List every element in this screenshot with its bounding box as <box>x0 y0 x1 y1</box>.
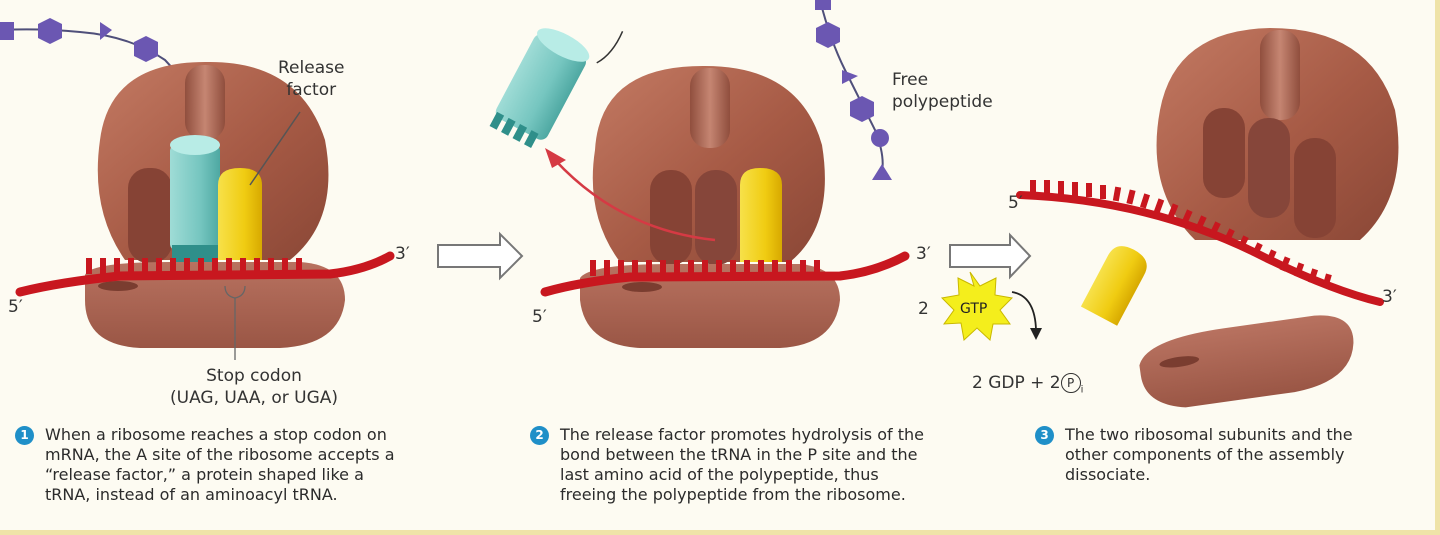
step-1-text: When a ribosome reaches a stop codon on … <box>45 425 395 504</box>
gtp-arrow <box>1011 291 1037 331</box>
small-subunit <box>85 262 345 348</box>
released-trna <box>489 28 624 149</box>
mrna-strand-3 <box>1016 180 1384 306</box>
gdp-products-text: 2 GDP + 2 <box>972 373 1061 393</box>
mrna-strand <box>15 251 395 297</box>
small-subunit-3 <box>1139 315 1354 408</box>
gtp-count: 2 <box>918 299 929 319</box>
stop-codon-label: Stop codon (UAG, UAA, or UGA) <box>170 366 339 408</box>
three-prime-label-1: 3′ <box>395 244 410 264</box>
arrow-right-icon <box>437 231 524 281</box>
release-factor-pointer <box>249 111 301 186</box>
five-prime-label-1: 5′ <box>8 297 23 317</box>
panel-3 <box>1016 28 1399 408</box>
arrow-right-icon-2 <box>949 232 1032 280</box>
gtp-label: GTP <box>960 301 988 317</box>
release-factor-label: Release factor <box>278 58 345 100</box>
panel-2 <box>489 0 910 348</box>
five-prime-label-3: 5′ <box>1008 193 1023 213</box>
step-2-text: The release factor promotes hydrolysis o… <box>560 425 924 504</box>
starburst-icon <box>940 271 1014 341</box>
figure-border-bottom <box>0 530 1440 535</box>
trna-p-site <box>170 135 220 263</box>
step-number-2: 2 <box>530 426 549 445</box>
curved-arrow-icon <box>545 148 716 242</box>
free-polypeptide-label: Free polypeptide <box>892 70 993 112</box>
five-prime-label-2: 5′ <box>532 307 547 327</box>
panel-1 <box>0 18 395 360</box>
three-prime-label-3: 3′ <box>1382 287 1397 307</box>
diagram-canvas <box>0 0 1399 408</box>
release-factor <box>218 168 262 260</box>
free-polypeptide <box>815 0 892 180</box>
circled-p-icon: P <box>1060 373 1081 393</box>
figure-border-right <box>1435 0 1440 535</box>
step-number-1: 1 <box>15 426 34 445</box>
release-factor-3 <box>1080 246 1147 326</box>
three-prime-label-2: 3′ <box>916 244 931 264</box>
step-3-text: The two ribosomal subunits and the other… <box>1065 425 1353 484</box>
release-factor-2 <box>740 168 782 262</box>
step-number-3: 3 <box>1035 426 1054 445</box>
e-site <box>128 168 172 263</box>
